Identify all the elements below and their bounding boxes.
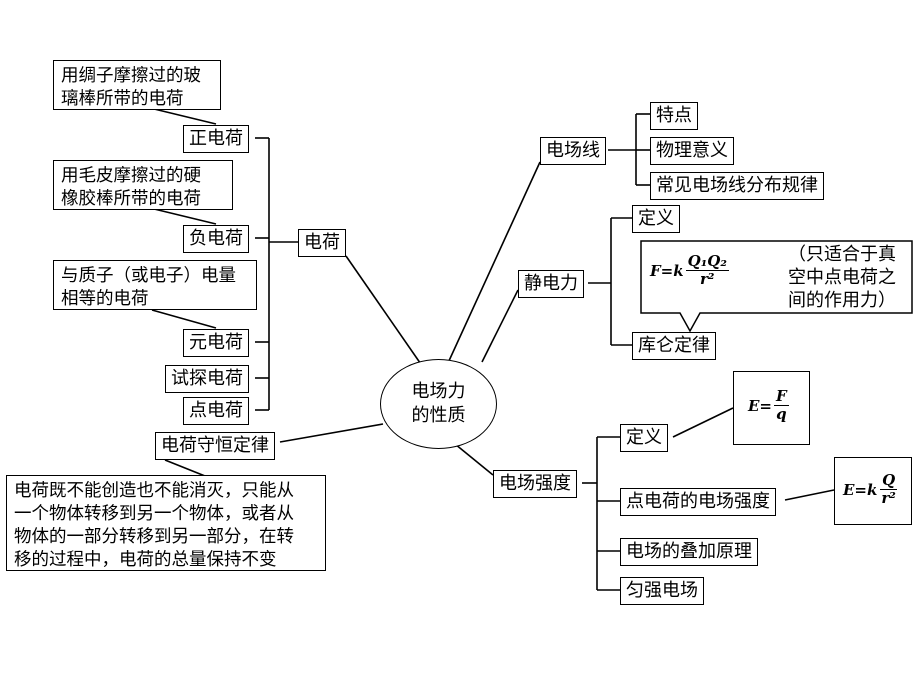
center-line2: 的性质 (411, 405, 466, 426)
coulomb-law-box[interactable]: 库仑定律 (632, 332, 716, 360)
point-field-numerator: Q (880, 471, 898, 490)
positive-charge-note: 用绸子摩擦过的玻 璃棒所带的电荷 (53, 60, 221, 110)
point-charge-box[interactable]: 点电荷 (183, 397, 249, 425)
note-line: 间的作用力） (788, 290, 896, 311)
field-definition-lhs: E= (748, 396, 773, 415)
point-charge-field-box[interactable]: 点电荷的电场强度 (620, 488, 776, 516)
field-lines-box[interactable]: 电场线 (540, 137, 606, 165)
conservation-box[interactable]: 电荷守恒定律 (155, 432, 275, 460)
electrostatic-definition-label: 定义 (638, 208, 674, 229)
negative-charge-note: 用毛皮摩擦过的硬 橡胶棒所带的电荷 (53, 160, 233, 210)
field-lines-distribution-label: 常见电场线分布规律 (656, 175, 818, 196)
center-line1: 电场力 (411, 381, 466, 402)
field-strength-definition-label: 定义 (626, 427, 662, 448)
positive-charge-box[interactable]: 正电荷 (183, 125, 249, 153)
coulomb-callout (640, 240, 913, 333)
negative-charge-box[interactable]: 负电荷 (183, 225, 249, 253)
field-definition-fraction: F q (774, 388, 789, 423)
field-lines-meaning-label: 物理意义 (656, 140, 728, 161)
uniform-field-box[interactable]: 匀强电场 (620, 577, 704, 605)
field-strength-label: 电场强度 (499, 473, 571, 494)
coulomb-condition-note: （只适合于真 空中点电荷之 间的作用力） (775, 243, 909, 312)
note-line: 与质子（或电子）电量 (61, 266, 236, 286)
field-definition-formula-box: E= F q (733, 371, 810, 445)
charge-box[interactable]: 电荷 (298, 229, 346, 257)
center-node[interactable]: 电场力 的性质 (380, 359, 497, 449)
field-lines-feature-box[interactable]: 特点 (650, 102, 698, 130)
field-lines-meaning-box[interactable]: 物理意义 (650, 137, 734, 165)
positive-charge-label: 正电荷 (189, 128, 243, 149)
point-field-denominator: r² (881, 489, 896, 507)
note-line: （只适合于真 (788, 244, 896, 265)
superposition-label: 电场的叠加原理 (626, 541, 752, 562)
point-field-formula: E=k Q r² (843, 472, 898, 507)
uniform-field-label: 匀强电场 (626, 580, 698, 601)
field-strength-definition-box[interactable]: 定义 (620, 424, 668, 452)
note-line: 移的过程中，电荷的总量保持不变 (14, 550, 277, 570)
point-field-formula-box: E=k Q r² (834, 457, 912, 525)
field-definition-denominator: q (776, 405, 787, 423)
coulomb-fraction: Q₁Q₂ r² (685, 252, 729, 288)
note-line: 相等的电荷 (61, 289, 149, 309)
coulomb-numerator: Q₁Q₂ (685, 252, 729, 271)
point-charge-field-label: 点电荷的电场强度 (626, 491, 770, 512)
electrostatic-definition-box[interactable]: 定义 (632, 205, 680, 233)
point-field-lhs: E=k (843, 480, 878, 499)
test-charge-label: 试探电荷 (171, 368, 243, 389)
note-line: 橡胶棒所带的电荷 (61, 189, 201, 209)
note-line: 璃棒所带的电荷 (61, 89, 184, 109)
negative-charge-label: 负电荷 (189, 228, 243, 249)
conservation-note: 电荷既不能创造也不能消灭，只能从 一个物体转移到另一个物体，或者从 物体的一部分… (6, 475, 326, 571)
charge-label: 电荷 (304, 232, 340, 253)
field-strength-box[interactable]: 电场强度 (493, 470, 577, 498)
test-charge-box[interactable]: 试探电荷 (165, 365, 249, 393)
note-line: 电荷既不能创造也不能消灭，只能从 (14, 481, 294, 501)
conservation-label: 电荷守恒定律 (161, 435, 269, 456)
field-lines-label: 电场线 (546, 140, 600, 161)
elementary-charge-note: 与质子（或电子）电量 相等的电荷 (53, 260, 257, 310)
note-line: 一个物体转移到另一个物体，或者从 (14, 504, 294, 524)
field-definition-formula: E= F q (748, 388, 789, 423)
electrostatic-label: 静电力 (524, 273, 578, 294)
elementary-charge-label: 元电荷 (189, 332, 243, 353)
coulomb-denominator: r² (700, 270, 715, 288)
note-line: 用绸子摩擦过的玻 (61, 66, 201, 86)
point-field-fraction: Q r² (879, 471, 898, 507)
electrostatic-box[interactable]: 静电力 (518, 270, 584, 298)
coulomb-formula-lhs: F=k (650, 261, 684, 280)
note-line: 物体的一部分转移到另一部分，在转 (14, 527, 294, 547)
coulomb-formula: F=k Q₁Q₂ r² (650, 253, 729, 288)
point-charge-label: 点电荷 (189, 400, 243, 421)
field-lines-feature-label: 特点 (656, 105, 692, 126)
superposition-box[interactable]: 电场的叠加原理 (620, 538, 758, 566)
elementary-charge-box[interactable]: 元电荷 (183, 329, 249, 357)
note-line: 空中点电荷之 (788, 267, 896, 288)
coulomb-law-label: 库仑定律 (638, 335, 710, 356)
field-lines-distribution-box[interactable]: 常见电场线分布规律 (650, 172, 824, 200)
note-line: 用毛皮摩擦过的硬 (61, 166, 201, 186)
field-definition-numerator: F (774, 387, 789, 406)
